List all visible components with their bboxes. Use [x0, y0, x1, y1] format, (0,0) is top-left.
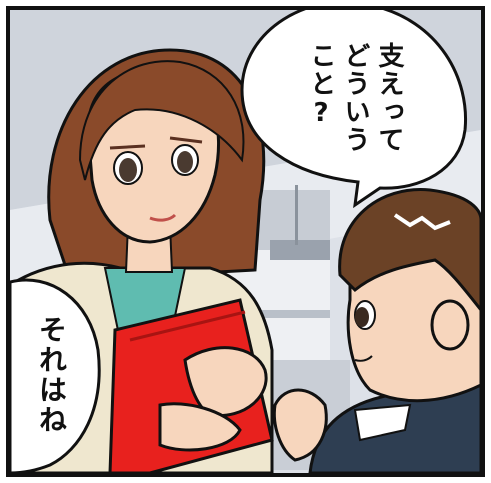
comic-panel: 支えって どういう こと? それはね: [6, 6, 485, 477]
speech-text-right: 支えって どういう こと?: [304, 42, 406, 182]
speech-bubble-left: [10, 278, 101, 473]
speech-line-2: どういう: [340, 42, 370, 154]
woman-character: [10, 48, 274, 473]
comic-scene: [10, 10, 481, 473]
boy-character: [272, 188, 481, 473]
speech-line-left: それはね: [35, 315, 68, 435]
speech-line-3: こと?: [306, 42, 336, 130]
speech-bubble-right: [240, 10, 468, 209]
speech-text-left: それはね: [34, 315, 68, 465]
speech-line-1: 支えって: [374, 42, 404, 154]
